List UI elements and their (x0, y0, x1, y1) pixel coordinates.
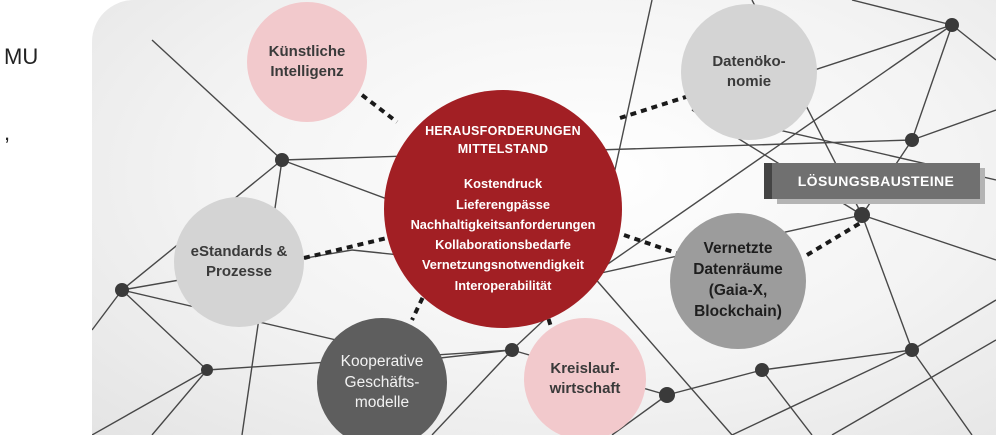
center-item: Vernetzungsnotwendigkeit (421, 257, 585, 273)
bubble-vernetzte-datenraeume: Vernetzte Datenräume (Gaia-X, Blockchain… (670, 213, 806, 349)
bubble-vernetzte-datenraeume-label: Vernetzte Datenräume (Gaia-X, Blockchain… (693, 240, 783, 320)
bubble-kooperative-geschaeftsmodelle: Kooperative Geschäfts- modelle (317, 318, 447, 435)
left-fragment-mu: MU (4, 44, 39, 69)
network-background-card: Künstliche Intelligenz Datenöko- nomie H… (92, 0, 996, 435)
center-challenges-circle: HERAUSFORDERUNGEN MITTELSTAND Kostendruc… (384, 90, 622, 328)
center-item: Kollaborationsbedarfe (435, 237, 571, 253)
center-item: Kostendruck (463, 176, 543, 192)
bubble-kuenstliche-intelligenz: Künstliche Intelligenz (247, 2, 367, 122)
center-item: Interoperabilität (454, 277, 552, 293)
bubble-kreislaufwirtschaft-label: Kreislauf- wirtschaft (549, 359, 621, 397)
center-title: HERAUSFORDERUNGEN MITTELSTAND (425, 124, 581, 157)
bubble-estandards-prozesse-label: eStandards & Prozesse (190, 242, 288, 280)
center-item: Nachhaltigkeitsanforderungen (410, 216, 596, 232)
bubble-datenoekonomie-label: Datenöko- nomie (712, 52, 786, 90)
left-fragment-comma: , (4, 120, 11, 145)
bubble-kuenstliche-intelligenz-label: Künstliche Intelligenz (268, 42, 346, 80)
bubble-estandards-prozesse: eStandards & Prozesse (174, 197, 304, 327)
loesungsbausteine-banner: LÖSUNGSBAUSTEINE (772, 163, 980, 199)
banner-fold (764, 163, 774, 199)
bubble-kreislaufwirtschaft: Kreislauf- wirtschaft (524, 318, 646, 435)
center-item: Lieferengpässe (456, 196, 550, 212)
bubble-datenoekonomie: Datenöko- nomie (681, 4, 817, 140)
bubble-kooperative-geschaeftsmodelle-label: Kooperative Geschäfts- modelle (340, 352, 424, 412)
